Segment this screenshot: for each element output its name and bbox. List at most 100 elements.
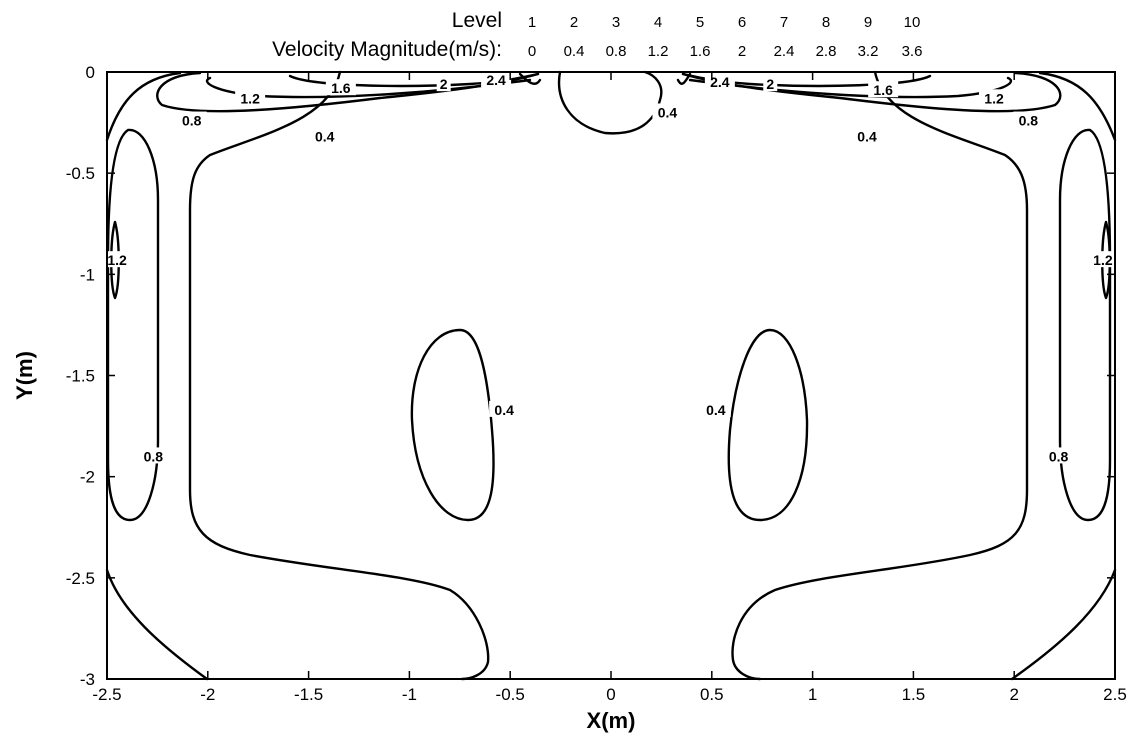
contour-label-bg bbox=[1013, 111, 1044, 128]
x-axis-label: X(m) bbox=[587, 708, 636, 733]
contour-line bbox=[205, 76, 532, 99]
legend-level: 1 bbox=[528, 14, 536, 31]
y-tick-label: 0 bbox=[86, 63, 95, 82]
contour-line bbox=[1010, 71, 1117, 681]
y-tick-label: -0.5 bbox=[66, 164, 95, 183]
x-tick-label: -2.5 bbox=[92, 685, 121, 704]
contour-label: 2.4 bbox=[486, 72, 506, 88]
legend-value: 0 bbox=[528, 43, 536, 60]
contour-label-bg bbox=[436, 75, 451, 92]
contour-line bbox=[1058, 128, 1112, 522]
contour-line bbox=[688, 76, 1013, 99]
contour-line bbox=[105, 71, 209, 681]
contour-label-bg bbox=[325, 79, 356, 96]
x-axis: -2.5 -2 -1.5 -1 -0.5 0 0.5 1 1.5 2 2.5 bbox=[92, 72, 1127, 704]
contour-label: 0.4 bbox=[494, 402, 514, 418]
contour-label-bg bbox=[700, 400, 731, 417]
contour-label-bg bbox=[868, 81, 899, 98]
contour-label: 0.8 bbox=[1019, 113, 1039, 129]
contour-line bbox=[106, 128, 160, 522]
contour-label-bg bbox=[852, 127, 883, 144]
contour-label: 1.2 bbox=[984, 90, 1004, 106]
x-tick-label: 2 bbox=[1009, 685, 1018, 704]
contour-line bbox=[727, 328, 809, 522]
contour-label: 0.8 bbox=[144, 448, 164, 464]
contour-label: 1.2 bbox=[107, 252, 127, 268]
contour-line bbox=[410, 328, 495, 522]
legend-value: 3.2 bbox=[858, 43, 879, 60]
contour-label: 1.2 bbox=[240, 90, 260, 106]
contour-label: 0.4 bbox=[658, 104, 678, 120]
contour-label-bg bbox=[1043, 447, 1074, 464]
x-tick-label: 1 bbox=[808, 685, 817, 704]
contour-label: 0.8 bbox=[182, 113, 202, 129]
contour-label: 2.4 bbox=[710, 74, 730, 90]
x-tick-label: -0.5 bbox=[496, 685, 525, 704]
x-tick-label: 2.5 bbox=[1103, 685, 1127, 704]
x-tick-label: -2 bbox=[200, 685, 215, 704]
contour-label: 0.4 bbox=[315, 129, 335, 145]
legend-value: 1.6 bbox=[690, 43, 711, 60]
x-tick-label: 0 bbox=[606, 685, 615, 704]
contour-label: 2 bbox=[766, 76, 774, 92]
legend-level: 9 bbox=[864, 14, 872, 31]
y-tick-label: -2 bbox=[80, 468, 95, 487]
contour-line bbox=[676, 72, 692, 85]
contour-label-bg bbox=[481, 71, 512, 88]
contour-labels: 0.4 0.4 0.4 0.4 0.4 0.8 0.8 0.8 0.8 1.2 1.2 1.2 1.2 1… bbox=[102, 71, 1118, 464]
contour-label: 1.6 bbox=[873, 82, 893, 98]
legend-value-title: Velocity Magnitude(m/s): bbox=[272, 38, 502, 61]
contour-label: 0.4 bbox=[857, 129, 877, 145]
contour-line bbox=[1101, 220, 1111, 300]
legend-value: 0.8 bbox=[606, 43, 627, 60]
contour-label-bg bbox=[979, 89, 1010, 106]
legend-level: 3 bbox=[612, 14, 620, 31]
y-tick-label: -3 bbox=[80, 670, 95, 689]
contour-label-bg bbox=[489, 400, 520, 417]
y-tick-label: -1 bbox=[80, 265, 95, 284]
contour-line bbox=[518, 72, 542, 85]
legend-level-title: Level bbox=[452, 9, 502, 32]
contour-label-bg bbox=[235, 89, 266, 106]
y-tick-label: -1.5 bbox=[66, 367, 95, 386]
contour-label-bg bbox=[1087, 251, 1118, 268]
legend-level: 4 bbox=[654, 14, 662, 31]
legend-level: 8 bbox=[822, 14, 830, 31]
x-tick-label: -1.5 bbox=[294, 685, 323, 704]
legend-level: 5 bbox=[696, 14, 704, 31]
x-tick-label: 1.5 bbox=[902, 685, 926, 704]
legend-value: 2.4 bbox=[774, 43, 795, 60]
contour-label-bg bbox=[652, 103, 683, 120]
legend-value: 2 bbox=[738, 43, 746, 60]
plot-frame bbox=[106, 71, 1116, 680]
contour-label-bg bbox=[309, 127, 340, 144]
legend-value: 0.4 bbox=[564, 43, 585, 60]
contour-label: 1.6 bbox=[331, 80, 351, 96]
contour-label-bg bbox=[138, 447, 169, 464]
legend-level: 7 bbox=[780, 14, 788, 31]
legend-value: 1.2 bbox=[648, 43, 669, 60]
contour-lines bbox=[105, 70, 1117, 681]
y-tick-label: -2.5 bbox=[66, 569, 95, 588]
contour-label: 2 bbox=[440, 76, 448, 92]
legend-level: 6 bbox=[738, 14, 746, 31]
contour-label: 1.2 bbox=[1093, 252, 1113, 268]
contour-line bbox=[110, 220, 120, 300]
x-tick-label: -1 bbox=[402, 685, 417, 704]
legend-level: 10 bbox=[904, 14, 921, 31]
legend-value: 3.6 bbox=[902, 43, 923, 60]
contour-line bbox=[557, 70, 663, 135]
contour-label-bg bbox=[102, 251, 133, 268]
contour-label-bg bbox=[763, 75, 778, 92]
legend-level: 2 bbox=[570, 14, 578, 31]
contour-line bbox=[188, 70, 1029, 681]
y-axis-label: Y(m) bbox=[12, 351, 37, 400]
legend-value: 2.8 bbox=[816, 43, 837, 60]
y-axis: 0 -0.5 -1 -1.5 -2 -2.5 -3 bbox=[66, 63, 1115, 689]
contour-label-bg bbox=[176, 111, 207, 128]
x-tick-label: 0.5 bbox=[700, 685, 724, 704]
contour-label: 0.4 bbox=[706, 402, 726, 418]
contour-label: 0.8 bbox=[1049, 448, 1069, 464]
